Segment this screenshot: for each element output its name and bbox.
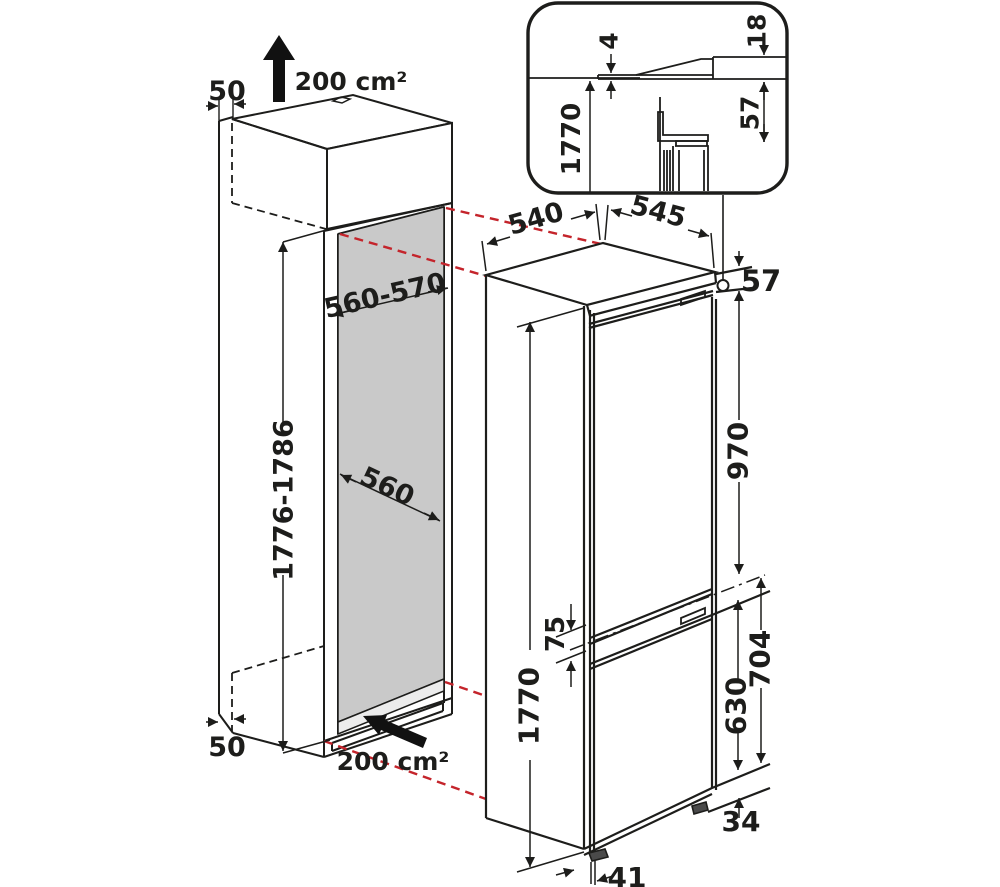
hinge-centerline: [569, 574, 766, 651]
foot-front: [587, 848, 610, 862]
inset-border: [526, 1, 789, 195]
dim-total-height: 1770: [513, 667, 546, 745]
detail-reference-marker: [716, 279, 730, 292]
handle-recess-middle: [680, 606, 706, 626]
appliance-top-rail: [585, 265, 753, 318]
door-right-edges: [710, 297, 718, 790]
alignment-red-dashes: [323, 206, 602, 801]
airflow-arrow-top-icon: [263, 35, 295, 102]
niche-drawing: [218, 93, 453, 758]
dim-inset-worktop: 18: [743, 14, 772, 49]
appliance-drawing: [481, 195, 771, 885]
vent-cutout-mark: [330, 96, 353, 104]
detail-inset: [526, 1, 789, 195]
dim-freezer-door-height: 630: [720, 677, 753, 735]
dim-appliance-width: 545: [627, 190, 689, 235]
dim-fridge-door-height: 970: [722, 422, 755, 480]
niche-left-wall: [218, 116, 325, 758]
dim-niche-side-top: 50: [208, 76, 246, 107]
dim-foot-offset: 41: [608, 861, 647, 887]
appliance-top-face: [481, 241, 720, 307]
hidden-edges: [231, 123, 327, 731]
foot-guide-lines: [590, 861, 596, 885]
dimension-lines: [206, 99, 766, 883]
door-left-edges: [588, 310, 596, 853]
dim-niche-side-bottom: 50: [208, 732, 246, 763]
dim-niche-vent-top: 200 cm²: [295, 67, 408, 96]
dimension-labels: 50 200 cm² 560-570 1776-1786 560 50 200 …: [208, 14, 781, 887]
niche-floor: [337, 677, 445, 736]
clearance-ticks-top: [218, 99, 234, 121]
dim-top-recess: 57: [741, 264, 781, 298]
foot-rear: [691, 801, 709, 815]
dim-appliance-depth: 540: [505, 196, 568, 241]
airflow-arrow-bottom-icon: [363, 715, 427, 748]
dim-door-gap: 75: [541, 616, 571, 652]
dim-inset-top-gap: 4: [595, 32, 624, 49]
dim-inset-top-clearance: 57: [736, 96, 765, 131]
appliance-bottom-edges: [583, 762, 771, 856]
dim-niche-height: 1776-1786: [269, 419, 300, 581]
dim-bottom-clearance: 34: [722, 805, 761, 838]
handle-recess-top: [680, 289, 706, 307]
appliance-left-side: [484, 275, 586, 851]
dim-freezer-section: 704: [744, 630, 777, 688]
dim-niche-vent-bottom: 200 cm²: [337, 747, 450, 776]
dim-inset-niche-height: 1770: [557, 103, 587, 175]
